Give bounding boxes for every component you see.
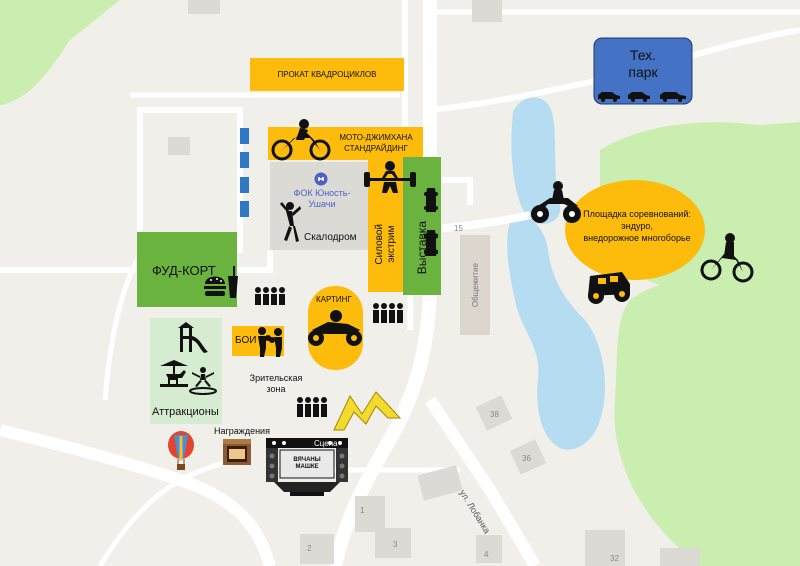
house-number: 38 bbox=[490, 410, 499, 419]
parked-cars-icon bbox=[598, 92, 686, 102]
building bbox=[660, 548, 700, 566]
tent-icon bbox=[333, 391, 402, 431]
hot-air-balloon-icon bbox=[168, 431, 194, 470]
offroad-jeep-icon bbox=[588, 272, 630, 304]
competition-area-label-line2: эндуро, bbox=[621, 221, 653, 231]
exhibition-label: Выставка bbox=[403, 204, 441, 292]
tech-park-label: Тех. парк bbox=[594, 42, 692, 86]
spectator-crowd-icon bbox=[373, 303, 403, 323]
food-court-label: ФУД-КОРТ bbox=[152, 263, 216, 278]
power-extreme-label: Силовой экстрим bbox=[368, 200, 404, 288]
competition-area-label: Площадка соревнований: эндуро, внедорожн… bbox=[574, 202, 700, 250]
park-area-top-left bbox=[0, 0, 120, 105]
fights-label: БОИ bbox=[235, 335, 257, 346]
building bbox=[355, 496, 385, 532]
power-extreme-label-line1: Силовой bbox=[374, 223, 385, 265]
awards-fireplace-icon bbox=[223, 439, 251, 465]
location-marker-icon bbox=[314, 172, 328, 186]
house-number: 4 bbox=[484, 550, 489, 559]
boxers-icon bbox=[258, 327, 282, 357]
spectator-zone-label: Зрительская зона bbox=[244, 372, 308, 396]
spectator-crowd-icon bbox=[297, 397, 327, 417]
building bbox=[417, 465, 463, 501]
climbing-label: Скалодром bbox=[304, 232, 357, 243]
tech-park-zone bbox=[593, 37, 693, 105]
quad-rental-zone bbox=[250, 58, 404, 91]
fok-label-line1: ФОК Юность- bbox=[293, 188, 351, 198]
fok-label-line2: Ушачи bbox=[308, 199, 336, 209]
pond-upper bbox=[511, 97, 561, 225]
parked-car-exhibition-icon bbox=[424, 188, 438, 212]
park-area-right bbox=[614, 274, 800, 566]
moto-gymkhana-label: МОТО-ДЖИМХАНА СТАНДРАЙДИНГ bbox=[332, 128, 420, 158]
building bbox=[476, 535, 502, 563]
awards-label: Награждения bbox=[214, 426, 270, 436]
attractions-label: Аттракционы bbox=[152, 406, 219, 418]
carousel-horse-icon bbox=[160, 360, 188, 387]
competition-area-label-line1: Площадка соревнований: bbox=[583, 209, 691, 219]
dormitory-label-text: Общежитие bbox=[470, 262, 480, 308]
pond-lower bbox=[507, 215, 605, 450]
building bbox=[188, 0, 220, 14]
building bbox=[472, 0, 502, 22]
house-number: 36 bbox=[522, 454, 531, 463]
climber-icon bbox=[280, 202, 301, 242]
dormitory-building bbox=[460, 235, 490, 335]
quad-bike-icon bbox=[531, 181, 581, 223]
house-number: 15 bbox=[454, 224, 463, 233]
spectator-zone-label-line2: зона bbox=[266, 384, 286, 394]
building bbox=[375, 528, 411, 558]
concert-stage-icon bbox=[266, 438, 348, 496]
spectator-crowd-icon bbox=[255, 287, 285, 305]
power-extreme-label-line2: экстрим bbox=[386, 225, 397, 263]
moto-gymkhana-zone bbox=[268, 127, 423, 160]
motocross-rider-icon bbox=[271, 119, 331, 161]
burger-drink-icon bbox=[204, 266, 238, 298]
trampoline-icon bbox=[189, 367, 217, 395]
building bbox=[475, 395, 513, 431]
stage-screen-text: ВЯЧАНЫ МАШКЕ bbox=[293, 457, 321, 470]
offroad-car-exhibition-icon bbox=[424, 230, 438, 256]
moto-gymkhana-label-line1: МОТО-ДЖИМХАНА bbox=[339, 133, 413, 142]
exhibition-label-text: Выставка bbox=[415, 221, 429, 275]
enduro-rider-icon bbox=[700, 233, 754, 283]
dormitory-label: Общежитие bbox=[460, 240, 490, 330]
competition-zone bbox=[565, 180, 705, 280]
building bbox=[168, 137, 190, 155]
building bbox=[509, 439, 547, 475]
quad-rental-label: ПРОКАТ КВАДРОЦИКЛОВ bbox=[277, 70, 377, 79]
house-number: 32 bbox=[610, 554, 619, 563]
competition-area-label-line3: внедорожное многоборье bbox=[583, 233, 691, 243]
stage-label: Сцена bbox=[314, 439, 338, 448]
building bbox=[585, 530, 625, 566]
attractions-zone bbox=[150, 318, 222, 424]
karting-label: КАРТИНГ bbox=[316, 295, 352, 304]
house-number: 1 bbox=[360, 506, 365, 515]
spectator-zone-label-line1: Зрительская bbox=[249, 373, 303, 383]
tech-park-label-line2: парк bbox=[628, 64, 658, 80]
go-kart-icon bbox=[308, 310, 362, 346]
fok-label: ФОК Юность- Ушачи bbox=[280, 186, 364, 212]
house-number: 3 bbox=[393, 540, 398, 549]
building bbox=[300, 534, 334, 564]
weightlifter-icon bbox=[364, 161, 416, 193]
moto-gymkhana-label-line2: СТАНДРАЙДИНГ bbox=[344, 144, 408, 153]
house-number: 2 bbox=[307, 544, 312, 553]
slide-playground-icon bbox=[178, 322, 208, 353]
tech-park-label-line1: Тех. bbox=[629, 47, 657, 63]
